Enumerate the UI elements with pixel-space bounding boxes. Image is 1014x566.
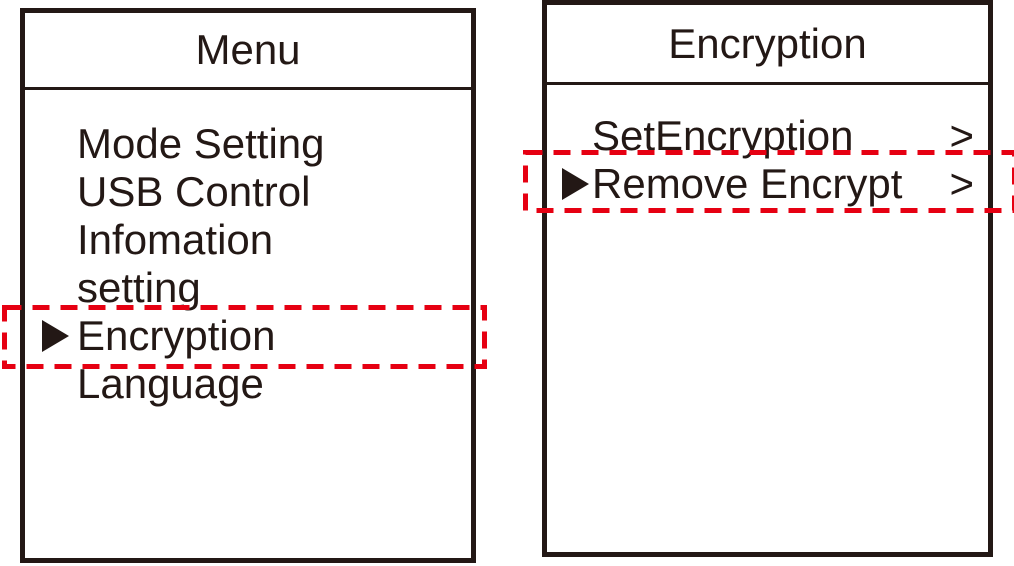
menu-item-language[interactable]: Language bbox=[25, 360, 471, 408]
menu-screen: Menu Mode Setting USB Control Infomation… bbox=[20, 8, 476, 563]
menu-list: Mode Setting USB Control Infomation sett… bbox=[25, 90, 471, 408]
menu-item-label: setting bbox=[77, 264, 201, 311]
selection-marker-icon bbox=[562, 168, 589, 200]
selection-marker-icon bbox=[42, 320, 69, 352]
menu-item-encryption[interactable]: Encryption bbox=[25, 312, 471, 360]
menu-item-label: Remove Encrypt bbox=[592, 160, 903, 207]
menu-item-label: Encryption bbox=[77, 312, 276, 359]
menu-item-infomation[interactable]: Infomation bbox=[25, 216, 471, 264]
encryption-screen-title: Encryption bbox=[547, 5, 988, 85]
submenu-arrow-icon: > bbox=[949, 112, 974, 159]
menu-item-label: USB Control bbox=[77, 168, 311, 215]
menu-item-setting[interactable]: setting bbox=[25, 264, 471, 312]
submenu-arrow-icon: > bbox=[949, 160, 974, 207]
menu-item-label: Mode Setting bbox=[77, 120, 325, 167]
menu-item-mode-setting[interactable]: Mode Setting bbox=[25, 120, 471, 168]
menu-item-remove-encrypt[interactable]: Remove Encrypt > bbox=[547, 160, 988, 208]
menu-screen-title: Menu bbox=[25, 13, 471, 90]
menu-item-set-encryption[interactable]: SetEncryption > bbox=[547, 112, 988, 160]
menu-item-label: SetEncryption bbox=[592, 112, 854, 159]
encryption-screen: Encryption SetEncryption > Remove Encryp… bbox=[542, 0, 993, 557]
menu-item-usb-control[interactable]: USB Control bbox=[25, 168, 471, 216]
encryption-menu-list: SetEncryption > Remove Encrypt > bbox=[547, 85, 988, 208]
menu-item-label: Infomation bbox=[77, 216, 274, 263]
menu-item-label: Language bbox=[77, 360, 264, 407]
